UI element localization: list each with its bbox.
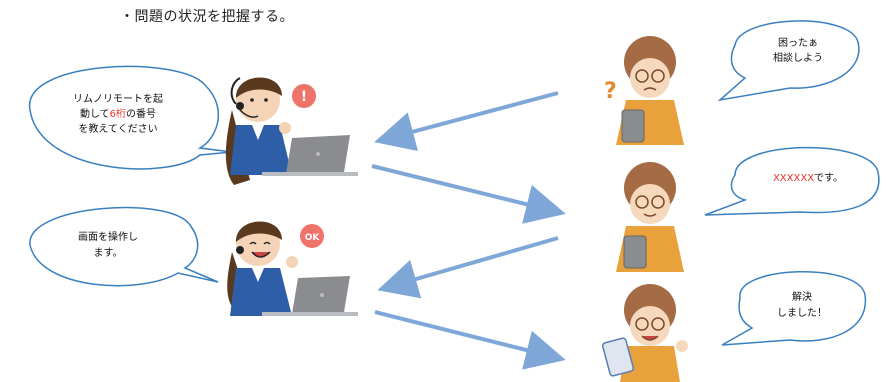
bubble-cust3-line1: 解決 <box>792 290 812 303</box>
arrow-customer-to-operator-1 <box>374 91 559 152</box>
bubble-op1-line1: リムノリモートを起 <box>73 93 163 105</box>
tablet-icon <box>621 109 645 143</box>
arrow-customer-to-operator-3 <box>377 236 559 299</box>
speech-bubble-customer-2: XXXXXXです。 <box>704 146 880 216</box>
alert-badge-icon: ! <box>292 84 316 108</box>
speech-bubble-operator-2: 画面を操作し ます。 <box>29 206 219 287</box>
ok-badge-icon: OK <box>300 224 324 248</box>
svg-text:!: ! <box>301 89 307 105</box>
bubble-cust1-line1: 困ったぁ <box>778 37 818 49</box>
speech-bubble-operator-1: リムノリモートを起 動して6桁の番号 を教えてください <box>29 65 233 170</box>
tablet-icon <box>623 235 647 269</box>
laptop-icon <box>262 135 358 176</box>
arrow-operator-to-customer-4 <box>374 310 566 370</box>
customer-elderly-icon <box>620 284 688 382</box>
svg-text:動して6桁の番号: 動して6桁の番号 <box>80 107 156 120</box>
bubble-op2-line2: ます。 <box>94 247 123 259</box>
operator-headset-icon <box>225 77 292 185</box>
bubble-cust3-line2: しました！ <box>777 307 827 319</box>
tablet-icon <box>601 337 635 377</box>
page-title: ・問題の状況を把握する。 <box>120 9 294 25</box>
operator-headset-icon <box>227 221 298 316</box>
svg-text:?: ? <box>604 79 617 104</box>
bubble-cust1-line2: 相談しよう <box>773 51 823 64</box>
bubble-op2-line1: 画面を操作し <box>78 230 138 243</box>
question-mark-icon: ? <box>604 79 617 104</box>
speech-bubble-customer-3: 解決 しました！ <box>721 271 867 346</box>
bubble-op1-line3: を教えてください <box>78 122 157 135</box>
flow-arrows <box>371 91 566 370</box>
svg-text:OK: OK <box>305 233 321 243</box>
svg-text:XXXXXXです。: XXXXXXです。 <box>773 172 843 184</box>
speech-bubble-customer-1: 困ったぁ 相談しよう <box>717 20 860 102</box>
laptop-icon <box>262 276 358 316</box>
arrow-operator-to-customer-2 <box>371 164 566 224</box>
